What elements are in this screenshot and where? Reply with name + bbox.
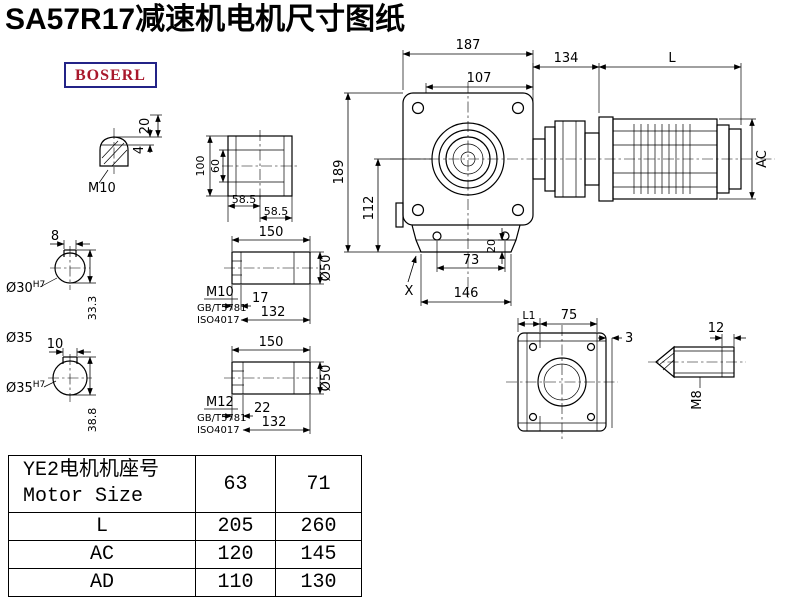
bore-30-section: 8 Ø30H7 33.3 — [6, 229, 99, 320]
thread-label-m8: M8 — [690, 390, 705, 410]
x-mark: X — [405, 284, 414, 299]
motor-side-view: 134 L AC — [532, 51, 770, 202]
dim-20-plug: 20 — [138, 118, 153, 135]
dim-3: 3 — [625, 331, 633, 346]
cell-frame-71: 71 — [275, 455, 362, 513]
dim-75: 75 — [561, 308, 578, 323]
table-row-AD: AD 110 130 — [8, 568, 362, 597]
cell-L-71: 260 — [275, 512, 362, 541]
motor-size-label-en: Motor Size — [23, 485, 144, 508]
cell-AD-label: AD — [8, 568, 196, 597]
dim-112: 112 — [362, 196, 377, 221]
block-view: 100 60 58.5 58.5 — [194, 130, 298, 222]
std-iso-b: ISO4017 — [197, 425, 240, 436]
dim-100: 100 — [194, 156, 207, 177]
dim-20-main: 20 — [485, 239, 498, 253]
thread-label-m12: M12 — [206, 395, 234, 410]
dim-107: 107 — [467, 71, 492, 86]
plug-view: M10 20 4 — [88, 114, 162, 196]
cell-AD-71: 130 — [275, 568, 362, 597]
dia-35-label: Ø35 — [6, 331, 33, 346]
page-title: SA57R17减速机电机尺寸图纸 — [5, 3, 406, 36]
dim-8: 8 — [51, 229, 59, 244]
dim-187: 187 — [456, 38, 481, 53]
dim-150-a: 150 — [259, 225, 284, 240]
dim-146: 146 — [454, 286, 479, 301]
flange-bottom-view: L1 75 3 — [506, 308, 633, 440]
dim-L: L — [668, 51, 676, 66]
plug-thread-label: M10 — [88, 181, 116, 196]
bore-30-label: Ø30H7 — [6, 280, 45, 296]
cell-AD-63: 110 — [195, 568, 276, 597]
dim-50-a: Ø50 — [319, 255, 334, 282]
thread-label-m10: M10 — [206, 285, 234, 300]
cell-L-label: L — [8, 512, 196, 541]
dim-AC: AC — [755, 150, 770, 168]
dim-33-3: 33.3 — [86, 296, 99, 321]
cell-AC-71: 145 — [275, 540, 362, 569]
gearbox-front-view: 187 107 189 112 20 73 — [332, 38, 775, 306]
dim-132-b: 132 — [262, 415, 287, 430]
dim-22: 22 — [254, 401, 271, 416]
std-gb-a: GB/T5781 — [197, 303, 247, 314]
bore-35-section: Ø35 10 Ø35H7 38.8 — [6, 331, 99, 432]
motor-size-table: YE2电机机座号 Motor Size 63 71 L 205 260 AC 1… — [8, 455, 362, 597]
bolt-view: 12 M8 — [648, 321, 746, 410]
dim-50-b: Ø50 — [319, 365, 334, 392]
dim-12: 12 — [708, 321, 725, 336]
dim-60: 60 — [209, 159, 222, 173]
brand-logo: BOSERL — [64, 62, 157, 88]
dim-189: 189 — [332, 160, 347, 185]
table-row-AC: AC 120 145 — [8, 540, 362, 569]
cell-L-63: 205 — [195, 512, 276, 541]
cell-AC-63: 120 — [195, 540, 276, 569]
dim-17: 17 — [252, 291, 269, 306]
motor-size-label-cn: YE2电机机座号 — [23, 459, 160, 482]
dim-73: 73 — [463, 253, 480, 268]
dim-132-a: 132 — [261, 305, 286, 320]
dim-L1: L1 — [522, 309, 535, 322]
brand-logo-text: BOSERL — [75, 67, 146, 84]
cell-AC-label: AC — [8, 540, 196, 569]
table-row-L: L 205 260 — [8, 512, 362, 541]
shaft-side-view-m12: 150 M12 GB/T5781 ISO4017 22 132 Ø50 — [197, 335, 334, 436]
dim-4: 4 — [132, 146, 147, 154]
dim-58-5-b: 58.5 — [264, 205, 289, 218]
dim-150-b: 150 — [259, 335, 284, 350]
cell-frame-63: 63 — [195, 455, 276, 513]
dim-10: 10 — [47, 337, 64, 352]
bore-35-label: Ø35H7 — [6, 380, 45, 396]
std-iso-a: ISO4017 — [197, 315, 240, 326]
dim-38-8: 38.8 — [86, 408, 99, 433]
dim-58-5-a: 58.5 — [232, 193, 257, 206]
shaft-side-view-m10: 150 M10 GB/T5781 ISO4017 17 132 Ø50 — [197, 225, 334, 326]
dim-134: 134 — [554, 51, 579, 66]
table-header-row: YE2电机机座号 Motor Size 63 71 — [8, 455, 362, 513]
std-gb-b: GB/T5781 — [197, 413, 247, 424]
cell-motor-size-label: YE2电机机座号 Motor Size — [8, 455, 196, 513]
